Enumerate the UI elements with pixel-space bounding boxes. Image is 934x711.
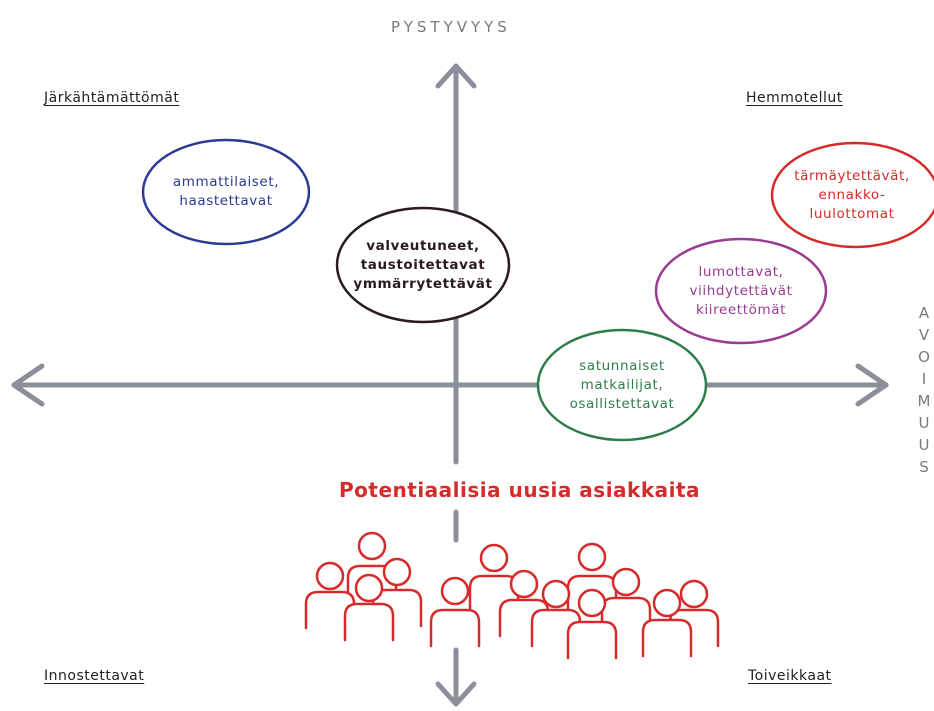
bubble-line: haastettavat <box>179 193 273 209</box>
bubble-2-text: valveutuneet, taustoitettavat ymmärrytettä… <box>337 208 509 322</box>
arrow-up-icon <box>435 63 477 89</box>
bubble-line: viihdytettävät <box>689 282 793 299</box>
arrow-down-icon <box>435 681 477 707</box>
horizontal-axis <box>11 363 889 407</box>
bubble-5-text: satunnaiset matkailijat, osallistettavat <box>538 330 706 440</box>
headline: Potentiaalisia uusia asiakkaita <box>339 478 701 502</box>
axis-letter: A <box>918 304 930 322</box>
bubble-1-text: ammattilaiset, haastettavat <box>143 140 309 244</box>
bubble-line: valveutuneet, <box>366 237 480 254</box>
bubble-line: kiireettömät <box>696 301 786 318</box>
quadrant-bottom-left-label: Innostettavat <box>44 668 145 684</box>
arrow-right-icon <box>855 363 889 407</box>
bubble-line: lumottavat, <box>698 263 784 280</box>
bubble-4-outline <box>654 237 828 345</box>
bubble-3-outline <box>770 141 934 249</box>
axis-letter: I <box>921 370 927 388</box>
people-group-icon <box>304 531 720 660</box>
bubble-5-outline <box>536 328 708 442</box>
bubble-line: tärmäytettävät, <box>794 167 910 184</box>
axis-letter: M <box>917 392 931 410</box>
bubble-line: osallistettavat <box>569 395 675 412</box>
arrow-left-icon <box>11 363 45 407</box>
bubble-line: taustoitettavat <box>360 256 486 273</box>
bubble-line: ammattilaiset, <box>172 174 280 190</box>
bubble-3-text: tärmäytettävät, ennakko-luulottomat <box>772 143 932 247</box>
bubble-line: ennakko- <box>818 186 886 203</box>
axis-letter: S <box>919 458 929 476</box>
bubble-1-outline <box>141 138 311 246</box>
axis-letter: V <box>918 326 930 344</box>
axis-letter: U <box>918 414 930 432</box>
quadrant-top-left-label: Järkähtämättömät <box>44 90 180 106</box>
axis-letter: U <box>918 436 930 454</box>
vertical-axis-label: PYSTYVYYS <box>391 18 511 36</box>
quadrant-bottom-right-label: Toiveikkaat <box>748 668 832 684</box>
bubble-4-text: lumottavat, viihdytettävät kiireettömät <box>656 239 826 343</box>
quadrant-top-right-label: Hemmotellut <box>746 90 843 106</box>
axis-letter: O <box>918 348 930 366</box>
horizontal-axis-label: A V O I M U U S <box>914 302 934 478</box>
bubble-2-outline <box>335 206 511 324</box>
bubble-line: ymmärrytettävät <box>353 275 493 292</box>
bubble-line: matkailijat, <box>580 376 664 393</box>
bubble-line: luulottomat <box>809 205 895 222</box>
bubble-line: satunnaiset <box>579 357 665 374</box>
